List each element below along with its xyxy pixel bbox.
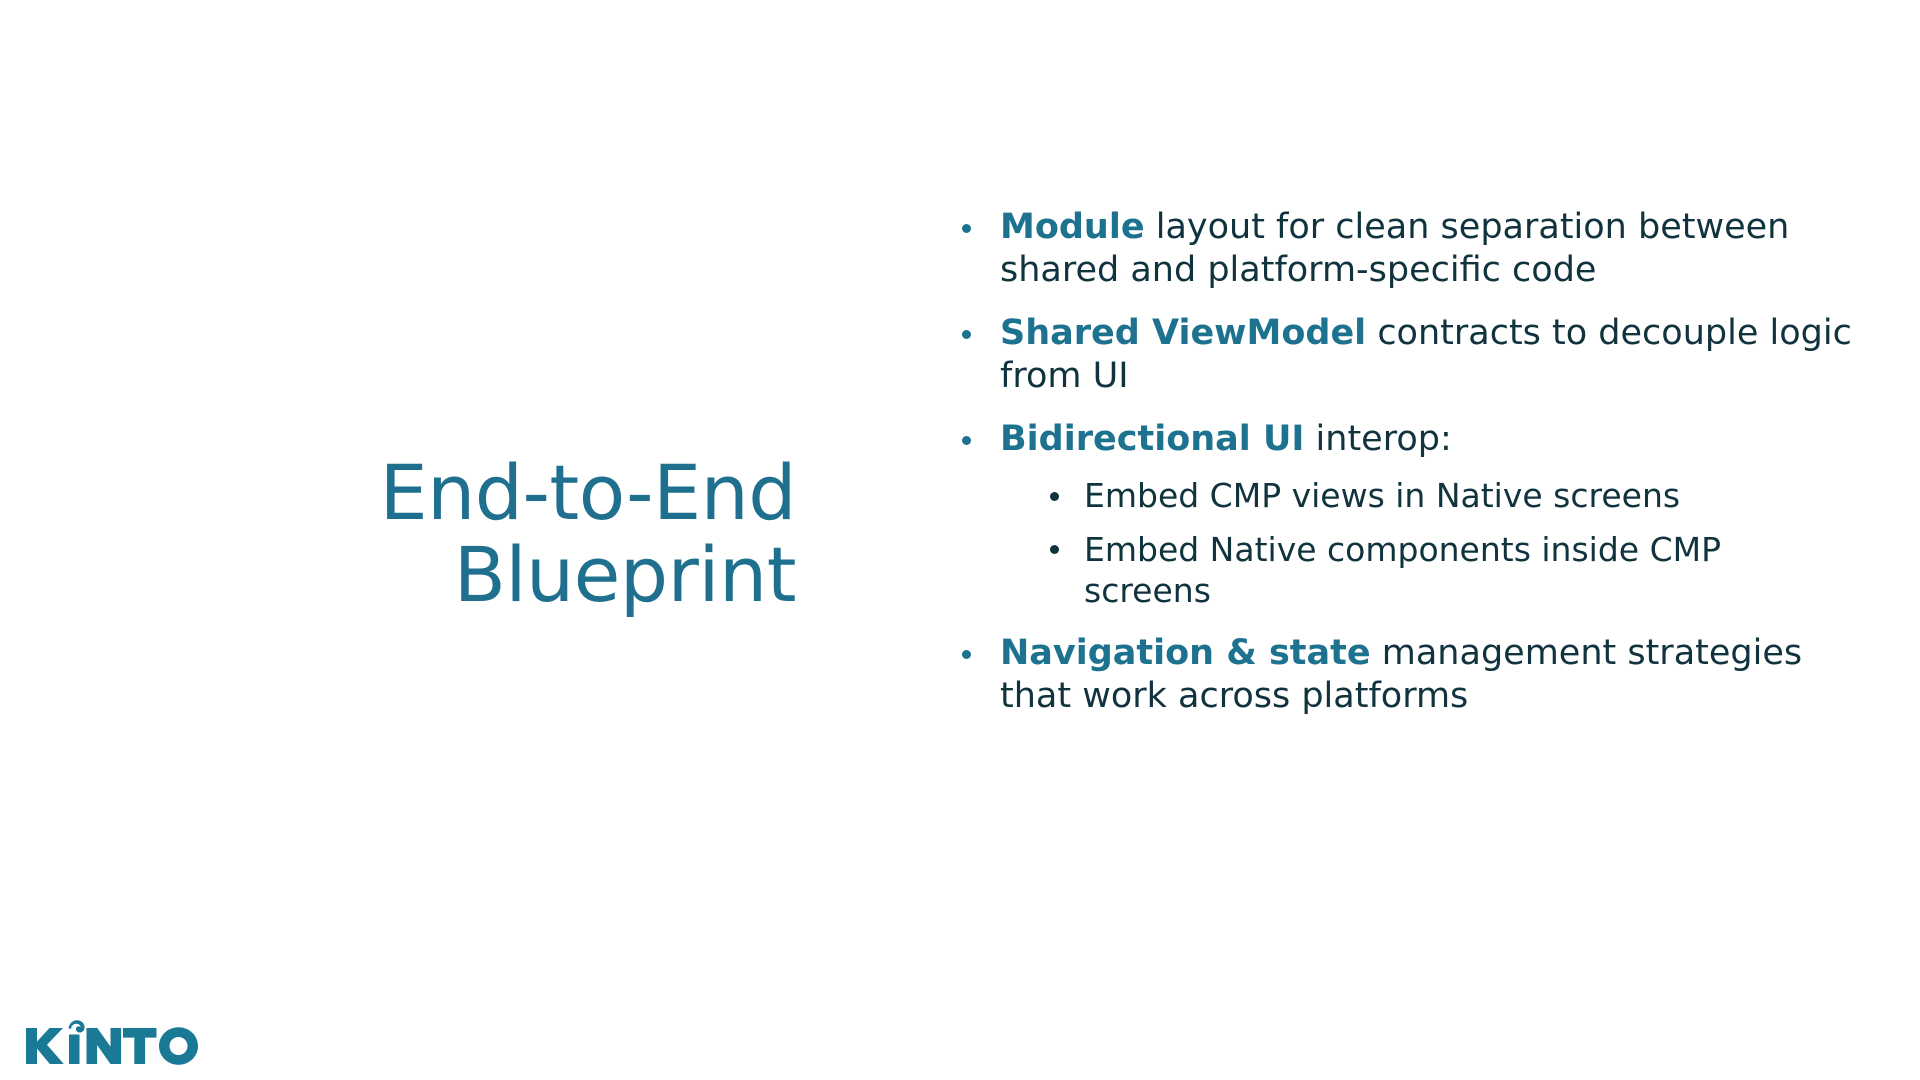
- slide-title-block: End-to-End Blueprint: [200, 448, 797, 620]
- sub-bullet-marker-icon: [1050, 491, 1059, 501]
- bullet-item: Navigation & state management strategies…: [952, 632, 1852, 718]
- kinto-logo: [24, 1012, 200, 1068]
- bullet-body-text: management strategies that work across p…: [1000, 632, 1803, 717]
- bullet-item: Shared ViewModel contracts to decouple l…: [952, 312, 1852, 398]
- bullet-marker-icon: [962, 650, 971, 660]
- bullet-accent-text: Bidirectional UI: [1000, 419, 1305, 460]
- bullet-body-text: interop:: [1304, 419, 1452, 460]
- sub-bullet-item: Embed CMP views in Native screens: [1042, 475, 1852, 517]
- sub-bullet-text: Embed CMP views in Native screens: [1084, 476, 1681, 516]
- bullet-marker-icon: [962, 330, 971, 340]
- sub-bullet-text: Embed Native components inside CMP scree…: [1084, 529, 1721, 611]
- sub-bullet-item: Embed Native components inside CMP scree…: [1042, 529, 1852, 612]
- bullet-marker-icon: [962, 436, 971, 446]
- page-title: End-to-End Blueprint: [379, 448, 797, 620]
- slide-content-block: Module layout for clean separation betwe…: [952, 206, 1852, 738]
- bullet-marker-icon: [962, 224, 971, 234]
- bullet-accent-text: Module: [1000, 207, 1145, 247]
- bullet-list: Module layout for clean separation betwe…: [952, 206, 1852, 718]
- bullet-body-text: layout for clean separation between shar…: [1000, 207, 1790, 291]
- bullet-accent-text: Navigation & state: [1000, 632, 1371, 673]
- sub-bullet-marker-icon: [1050, 545, 1059, 555]
- bullet-accent-text: Shared ViewModel: [1000, 313, 1367, 354]
- bullet-item: Bidirectional UI interop: Embed CMP views…: [952, 418, 1852, 612]
- kinto-logo-icon: [26, 1020, 198, 1065]
- bullet-item: Module layout for clean separation betwe…: [952, 206, 1852, 292]
- bullet-body-text: contracts to decouple logic from UI: [1000, 313, 1852, 397]
